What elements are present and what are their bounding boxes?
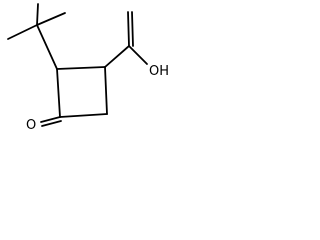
ketone-group: O (26, 116, 62, 133)
chemical-structure: O OH (7, 3, 169, 133)
carbonyl-double-bond-inner (131, 11, 134, 47)
tert-butyl-group (7, 3, 66, 70)
ring-bond-right (104, 66, 108, 115)
hydroxyl-label: OH (149, 64, 169, 79)
bond-tbu-to-ring (36, 24, 58, 70)
ketone-double-bond-inner (41, 120, 62, 127)
bond-carboxyl-to-hydroxyl (128, 45, 148, 65)
bond-tbu-methyl-right (36, 12, 66, 26)
ketone-double-bond-outer (40, 116, 61, 123)
ring-bond-bottom (59, 113, 108, 118)
bond-tbu-methyl-top (36, 3, 39, 26)
ring-bond-left (56, 68, 61, 118)
bond-tbu-methyl-left (7, 24, 38, 40)
ring-bond-top (56, 66, 106, 70)
cyclobutane-ring (56, 66, 108, 118)
bond-ring-to-carboxyl (104, 45, 130, 68)
carboxylic-acid-group: OH (104, 11, 169, 79)
ketone-oxygen-label: O (26, 118, 36, 133)
carbonyl-double-bond-outer (127, 11, 130, 47)
